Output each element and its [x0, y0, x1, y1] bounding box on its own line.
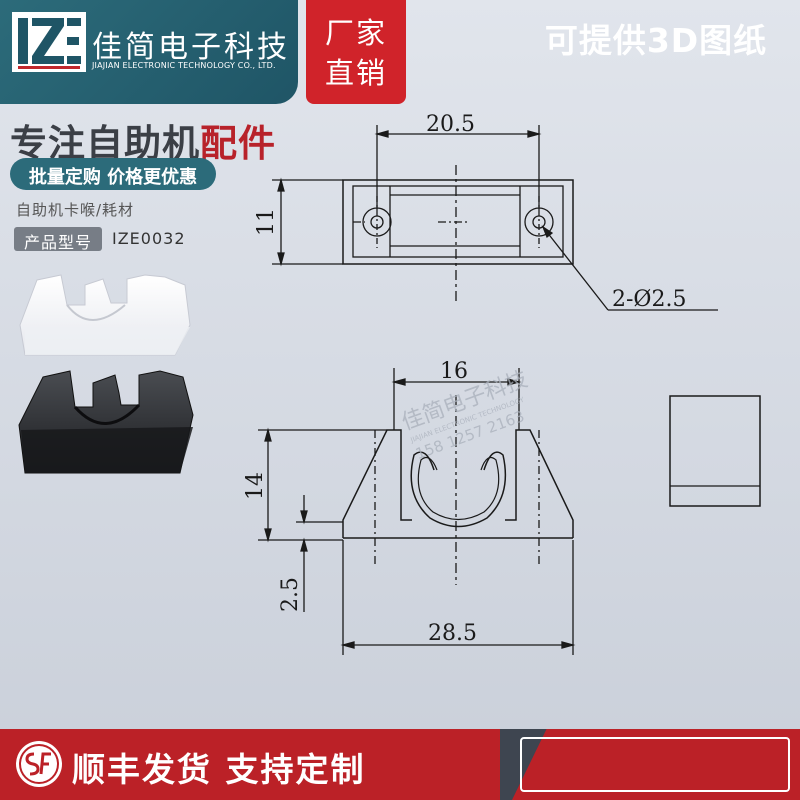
footer-3d-frame — [520, 737, 790, 792]
footer-3d-text: 可提供3D图纸 — [544, 21, 768, 60]
dim-width-bottom: 28.5 — [428, 621, 477, 646]
dim-width-top: 20.5 — [426, 112, 475, 137]
logo-banner: 佳简电子科技 JIAJIAN ELECTRONIC TECHNOLOGY CO.… — [0, 0, 298, 104]
dim-holes: 2-Ø2.5 — [612, 287, 686, 312]
top-view — [272, 125, 718, 311]
slogan: 专注自助机配件 — [10, 113, 276, 167]
factory-direct-badge: 厂家 直销 — [306, 0, 406, 104]
dim-height-top: 11 — [254, 208, 279, 236]
dim-inner: 16 — [440, 359, 468, 384]
footer-shipping-banner — [0, 729, 500, 800]
model-label-tag: 产品型号 — [14, 227, 102, 252]
footer-3d-banner — [512, 729, 800, 800]
dim-base: 2.5 — [278, 577, 303, 612]
badge-line1: 厂家 — [324, 16, 387, 50]
badge-line2: 直销 — [324, 56, 387, 90]
slogan-main: 专注自助机 — [10, 122, 200, 165]
company-name-en: JIAJIAN ELECTRONIC TECHNOLOGY CO., LTD. — [92, 61, 276, 70]
front-view — [258, 368, 576, 655]
black-clip-photo — [18, 370, 194, 474]
slogan-accent: 配件 — [200, 122, 276, 165]
product-category: 自助机卡喉/耗材 — [16, 201, 135, 219]
model-label: 产品型号 — [23, 233, 92, 252]
product-photos — [18, 274, 194, 474]
promo-pill: 批量定购 价格更优惠 — [10, 158, 216, 190]
company-name: 佳简电子科技 — [92, 30, 290, 65]
footer: 顺丰发货 支持定制 — [0, 729, 800, 800]
white-clip-photo — [19, 274, 191, 356]
dim-height-front: 14 — [243, 472, 268, 500]
promo-pill-text: 批量定购 价格更优惠 — [28, 167, 198, 188]
footer-shipping-text: 顺丰发货 支持定制 — [72, 750, 366, 789]
model-value: IZE0032 — [112, 229, 186, 248]
sf-express-logo-icon — [16, 741, 62, 787]
side-view — [669, 395, 761, 507]
ize-logo-icon — [12, 12, 86, 72]
